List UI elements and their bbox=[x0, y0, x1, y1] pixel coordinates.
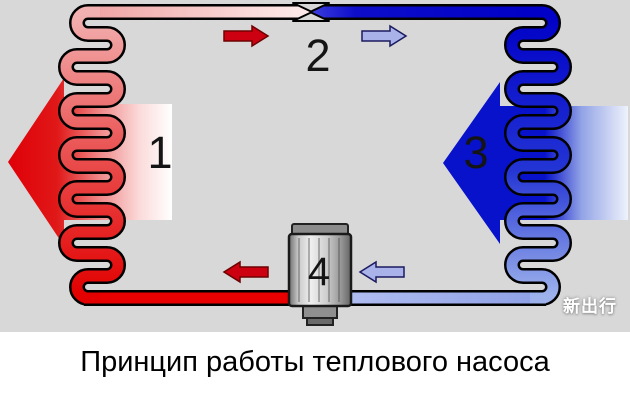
condenser-coil bbox=[60, 6, 124, 304]
flow-arrow-top-cold-icon bbox=[361, 24, 408, 48]
evaporator-coil bbox=[506, 6, 570, 304]
flow-arrow-bottom-hot-icon bbox=[222, 260, 269, 284]
flow-arrow-top-hot-icon bbox=[223, 24, 270, 48]
flow-arrow-bottom-cold-icon bbox=[358, 260, 405, 284]
label-step-4: 4 bbox=[307, 250, 331, 294]
diagram-caption: Принцип работы теплового насоса bbox=[80, 346, 550, 378]
label-step-1: 1 bbox=[147, 127, 173, 178]
expansion-valve bbox=[292, 2, 330, 22]
heat-pump-diagram: 1 2 3 4 新出行 bbox=[0, 0, 630, 332]
label-step-3: 3 bbox=[463, 127, 489, 178]
heat-pump-cycle-svg bbox=[8, 2, 628, 326]
compressor bbox=[287, 223, 353, 326]
watermark: 新出行 bbox=[563, 297, 617, 316]
label-step-2: 2 bbox=[305, 30, 331, 81]
